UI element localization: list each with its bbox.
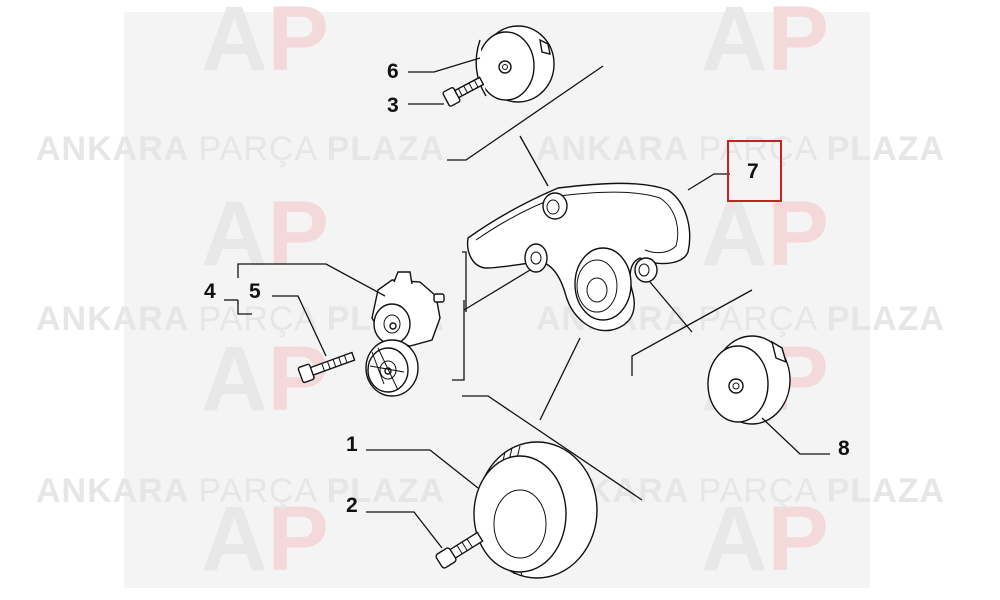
watermark-logo: AP (201, 328, 329, 430)
part-number-3[interactable]: 3 (387, 94, 399, 117)
crankshaft-pulley-bolt[interactable] (435, 530, 484, 569)
watermark-logo: AP (701, 488, 829, 590)
watermark-logo: AP (201, 488, 329, 590)
watermark-logo: AP (201, 183, 329, 285)
watermark-logo: AP (201, 0, 329, 90)
idler-pulley-right[interactable] (707, 335, 791, 425)
watermark-logo: AP (701, 0, 829, 90)
part-number-8[interactable]: 8 (838, 437, 850, 460)
bolt-top[interactable] (442, 74, 485, 107)
belt-ribbed-small-pulley (524, 243, 548, 273)
watermark-brand-text: ANKARA PARÇA PLAZA (36, 130, 445, 168)
belt-idler-right (634, 257, 658, 283)
exploded-view-guide-lines (447, 65, 753, 501)
watermark-brand-text: ANKARA PARÇA PLAZA (536, 130, 945, 168)
crankshaft-pulley[interactable] (473, 441, 598, 579)
watermark-brand-text: ANKARA PARÇA PLAZA (36, 472, 445, 510)
belt-large-pulley (574, 247, 632, 321)
part-7-highlight-box (727, 140, 782, 202)
part-number-7[interactable]: 7 (747, 160, 759, 183)
leader-lines (224, 57, 830, 549)
part-number-4[interactable]: 4 (204, 280, 216, 303)
belt-idler-small (542, 192, 568, 220)
part-number-6[interactable]: 6 (387, 60, 399, 83)
part-number-5[interactable]: 5 (249, 280, 261, 303)
idler-pulley-top[interactable] (475, 25, 555, 103)
watermark-logo: AP (701, 183, 829, 285)
belt-tensioner-assembly[interactable] (365, 271, 445, 397)
watermark-logos: APAPAPAPAPAPAPAP (201, 0, 829, 590)
part-number-2[interactable]: 2 (346, 494, 358, 517)
part-number-1[interactable]: 1 (346, 433, 358, 456)
tensioner-bolt[interactable] (297, 349, 356, 384)
